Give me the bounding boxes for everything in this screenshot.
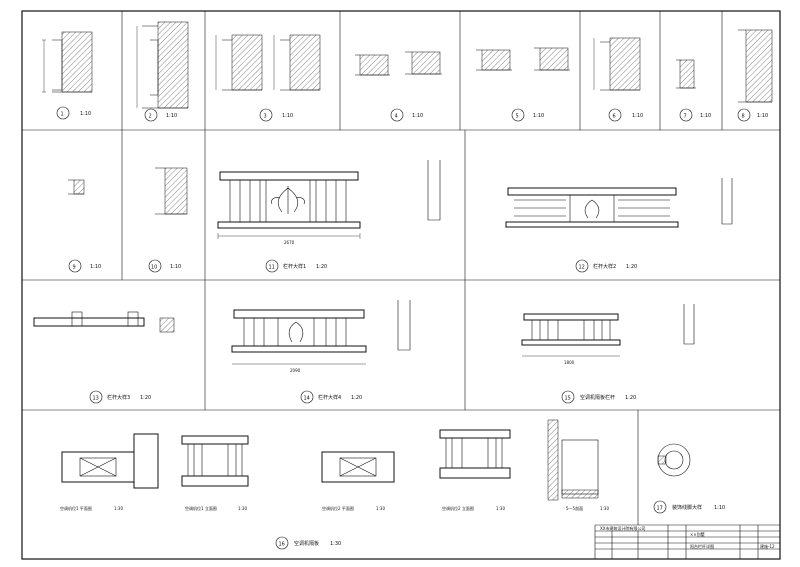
detail-13-railing: 13 栏杆大样3 1:20 [33,311,175,404]
detail-15-railing: 1800 15 空调机隔板栏杆 1:20 [521,304,695,404]
detail-15-title: 空调机隔板栏杆 [580,394,615,401]
detail-12-railing: 12 栏杆大样2 1:20 [505,178,733,273]
detail-13-number: 13 [93,396,99,402]
detail-1-scale: 1:10 [80,111,91,117]
detail-9-scale: 1:10 [90,264,101,270]
detail-17-scale: 1:10 [714,505,725,511]
detail-1: 1 1:10 [42,31,93,120]
detail-15-scale: 1:20 [625,395,636,401]
detail-6-scale: 1:10 [632,113,643,119]
detail-15-overall-dim: 1800 [564,360,575,365]
ac-1-elev-label: 空调机位1 立面图 [185,505,217,511]
detail-7-number: 7 [684,114,687,120]
detail-9-number: 9 [73,265,76,271]
detail-9: 9 1:10 [68,179,101,273]
detail-14-railing: 2090 14 栏杆大样4 1:20 [231,300,411,404]
tb-project: ××别墅 [690,531,705,537]
ac-2-elev-scale: 1:30 [496,506,505,511]
detail-11-railing: 2670 11 栏杆大样1 1:20 [217,160,441,273]
detail-7-scale: 1:10 [700,113,711,119]
ac-unit-1-elevation: 空调机位1 立面图 1:30 [181,435,249,511]
detail-3: 3 1:10 [215,34,321,122]
detail-16-title: 空调机隔板 [294,540,319,547]
detail-12-scale: 1:20 [626,264,637,270]
ac-unit-1-plan: 空调机位1 平面图 1:30 [60,433,159,511]
detail-13-title: 栏杆大样3 [107,394,130,401]
title-block: XX市建筑设计院有限公司 ××别墅 阳台栏杆详图 建施-12 [595,525,780,559]
ac-2-plan-scale: 1:30 [376,506,385,511]
sheet-border [21,10,781,560]
detail-2-scale: 1:10 [166,113,177,119]
detail-14-scale: 1:20 [351,395,362,401]
detail-2-number: 2 [149,114,152,120]
ac-1-plan-label: 空调机位1 平面图 [60,505,92,511]
detail-1-number: 1 [61,112,64,118]
detail-5: 5 1:10 [476,47,570,122]
ac-2-elev-label: 空调机位2 立面图 [442,505,474,511]
detail-17-number: 17 [657,506,663,512]
detail-14-title: 栏杆大样4 [318,394,341,401]
detail-8-scale: 1:10 [757,113,768,119]
detail-11-scale: 1:20 [316,264,327,270]
detail-6-number: 6 [613,114,616,120]
detail-10-number: 10 [151,265,157,271]
detail-11-number: 11 [269,265,275,271]
detail-4: 4 1:10 [355,51,442,122]
detail-12-title: 栏杆大样2 [593,263,616,270]
section-5-5-scale: 1:30 [600,506,609,511]
tb-sheet-no: 建施-12 [760,543,775,549]
detail-7: 7 1:10 [676,59,711,122]
detail-8-number: 8 [742,114,745,120]
detail-16-number: 16 [279,542,285,548]
detail-17-title: 装饰线脚大样 [672,504,702,511]
detail-11-overall-dim: 2670 [284,240,295,245]
detail-12-number: 12 [579,265,585,271]
ac-unit-2-elevation: 空调机位2 立面图 1:30 [439,429,511,511]
ac-1-plan-scale: 1:30 [114,506,123,511]
detail-3-scale: 1:10 [282,113,293,119]
detail-2: 2 1:10 [136,21,189,122]
detail-17-molding: 17 装饰线脚大样 1:10 [653,443,725,514]
ac-unit-2-plan: 空调机位2 平面图 1:30 [321,451,395,511]
ac-1-elev-scale: 1:30 [238,506,247,511]
grid-lines [22,11,780,559]
tb-company: XX市建筑设计院有限公司 [600,525,645,531]
detail-16-scale: 1:30 [330,541,341,547]
detail-4-scale: 1:10 [412,113,423,119]
detail-16-caption: 16 空调机隔板 1:30 [275,536,341,550]
detail-4-number: 4 [395,114,398,120]
detail-15-number: 15 [565,396,571,402]
detail-6: 6 1:10 [593,37,643,122]
detail-13-scale: 1:20 [140,395,151,401]
ac-2-plan-label: 空调机位2 平面图 [322,505,354,511]
detail-8: 8 1:10 [737,29,773,122]
section-5-5: 5—5剖面 1:30 [547,419,609,511]
detail-11-title: 栏杆大样1 [283,263,306,270]
detail-10-scale: 1:10 [170,264,181,270]
detail-14-number: 14 [304,396,310,402]
detail-5-number: 5 [516,114,519,120]
detail-10: 10 1:10 [148,167,188,273]
detail-5-scale: 1:10 [533,113,544,119]
section-5-5-label: 5—5剖面 [566,505,583,511]
detail-3-number: 3 [264,114,267,120]
tb-drawing-title: 阳台栏杆详图 [690,543,714,549]
detail-14-overall-dim: 2090 [290,368,301,373]
